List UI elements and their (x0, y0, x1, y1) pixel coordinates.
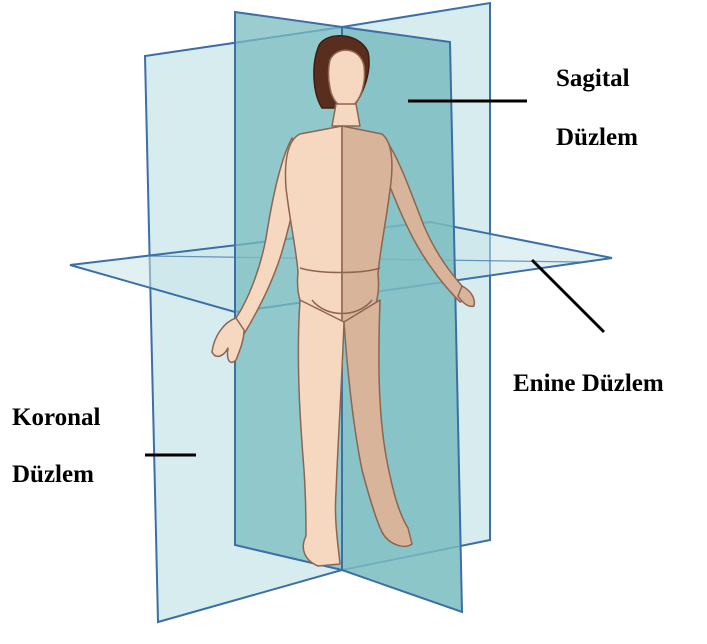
coronal-plane-label-line1: Koronal (12, 405, 100, 430)
sagittal-plane-label-line1: Sagital (556, 66, 630, 91)
transverse-leader-line (532, 260, 604, 332)
transverse-plane-label: Enine Düzlem (513, 371, 664, 396)
neck (332, 104, 360, 126)
sagittal-plane-label-line2: Düzlem (556, 125, 638, 150)
coronal-plane-label-line2: Düzlem (12, 462, 94, 487)
